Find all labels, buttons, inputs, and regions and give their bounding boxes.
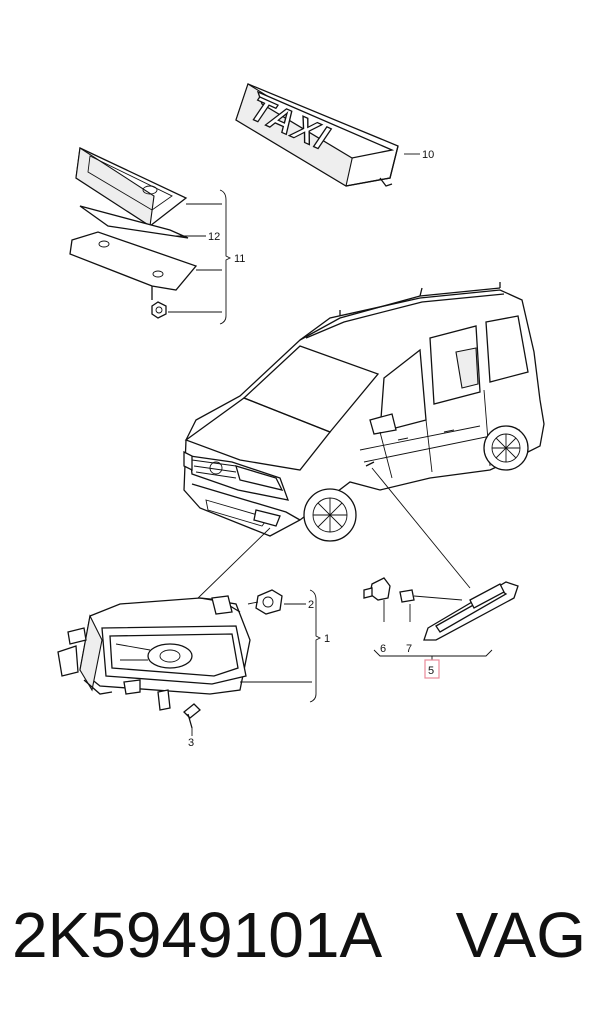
part-number: 2K5949101A (12, 899, 383, 971)
callout-2: 2 (308, 599, 314, 611)
callout-1: 1 (324, 633, 330, 645)
leader-side-indicator (371, 467, 471, 589)
taxi-roof-sign: TAXI (235, 83, 420, 187)
callout-10: 10 (422, 149, 434, 161)
footer: 2K5949101A VAG (0, 880, 600, 990)
vehicle-illustration (183, 282, 545, 542)
brand-name: VAG (455, 899, 586, 971)
roof-light-assembly (69, 147, 232, 325)
callout-11: 11 (234, 253, 245, 265)
callout-6: 6 (380, 643, 386, 655)
callout-5: 5 (428, 665, 434, 677)
callout-7: 7 (406, 643, 412, 655)
fog-light-assembly (57, 589, 322, 736)
side-indicator-assembly (363, 577, 519, 679)
parts-diagram: TAXI 10 12 11 (57, 83, 545, 749)
callout-3: 3 (188, 737, 194, 749)
callout-5-highlight (424, 659, 440, 679)
leader-fog-light (195, 527, 271, 601)
callout-12: 12 (208, 231, 220, 243)
